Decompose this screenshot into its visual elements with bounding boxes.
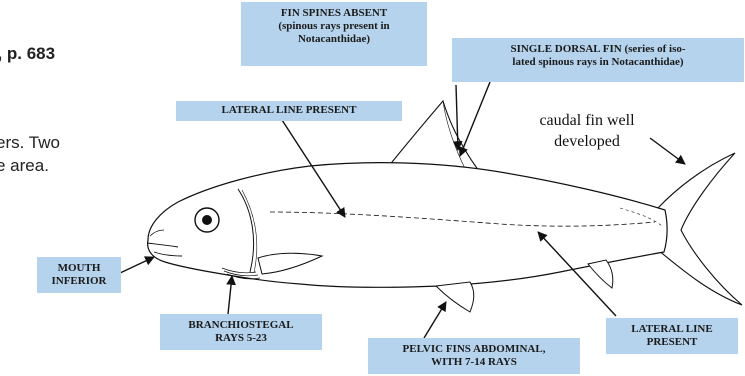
caudal-note-line-1: caudal fin well <box>512 110 662 131</box>
callout-fin-spines-line-2: (spinous rays present in <box>245 20 423 33</box>
callout-mouth-line-1: MOUTH <box>41 262 117 275</box>
caudal-note: caudal fin well developed <box>512 110 662 152</box>
callout-fin-spines-line-3: Notacanthidae) <box>245 33 423 46</box>
callout-branchiostegal-line-1: BRANCHIOSTEGAL <box>164 319 318 332</box>
callout-lateral-line-top-line-1: LATERAL LINE PRESENT <box>180 104 398 117</box>
caudal-fin <box>658 153 742 305</box>
pelvic-fin <box>436 282 474 312</box>
callout-branchiostegal: BRANCHIOSTEGAL RAYS 5-23 <box>160 314 322 350</box>
arrow-pelvic <box>424 302 446 338</box>
callout-fin-spines-line-1: FIN SPINES ABSENT <box>245 7 423 20</box>
callout-lateral-line-bottom-line-2: PRESENT <box>610 336 734 349</box>
callout-mouth: MOUTH INFERIOR <box>37 257 121 293</box>
callout-lateral-line-top: LATERAL LINE PRESENT <box>176 101 402 121</box>
callout-branchiostegal-line-2: RAYS 5-23 <box>164 332 318 345</box>
callout-pelvic-line-2: WITH 7-14 RAYS <box>372 356 576 369</box>
arrow-mouth <box>118 257 154 274</box>
callout-pelvic-line-1: PELVIC FINS ABDOMINAL, <box>372 343 576 356</box>
anal-fin <box>588 260 613 288</box>
arrow-single-dorsal <box>460 82 490 156</box>
callout-single-dorsal-line-1: SINGLE DORSAL FIN (series of iso- <box>456 43 740 56</box>
callout-lateral-line-bottom: LATERAL LINE PRESENT <box>606 318 738 354</box>
callout-single-dorsal-line-2: lated spinous rays in Notacanthidae) <box>456 56 740 69</box>
callout-lateral-line-bottom-line-1: LATERAL LINE <box>610 323 734 336</box>
callout-pelvic: PELVIC FINS ABDOMINAL, WITH 7-14 RAYS <box>368 338 580 374</box>
caudal-note-line-2: developed <box>512 131 662 152</box>
fish-body <box>148 163 668 288</box>
callout-single-dorsal: SINGLE DORSAL FIN (series of iso- lated … <box>452 38 744 82</box>
callout-mouth-line-2: INFERIOR <box>41 275 117 288</box>
arrow-branchiostegal <box>228 276 232 314</box>
callout-fin-spines: FIN SPINES ABSENT (spinous rays present … <box>241 2 427 66</box>
